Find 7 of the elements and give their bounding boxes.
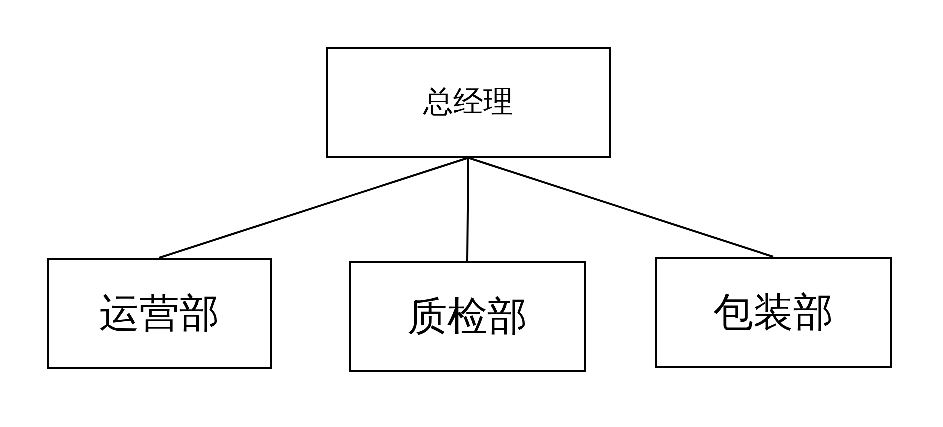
connector-line bbox=[466, 158, 470, 262]
manager-box: 总经理 bbox=[326, 47, 611, 158]
department-box: 质检部 bbox=[349, 261, 586, 372]
department-box: 包装部 bbox=[655, 257, 892, 368]
connector-line bbox=[468, 157, 774, 258]
department-box: 运营部 bbox=[47, 258, 272, 369]
connector-line bbox=[159, 157, 469, 259]
